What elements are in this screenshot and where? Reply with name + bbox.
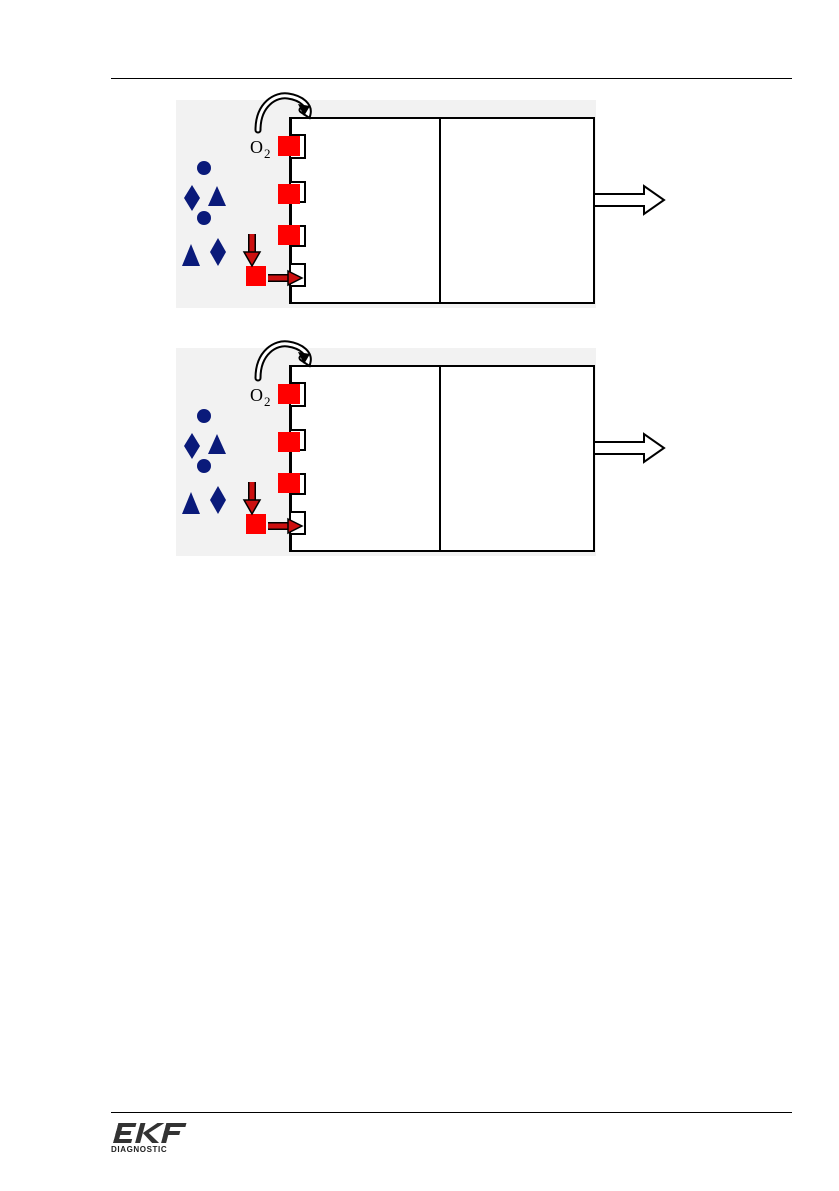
sensor-square (278, 473, 300, 493)
membrane-chamber (290, 118, 440, 303)
electrode-chamber (440, 118, 594, 303)
molecule-circle (197, 409, 211, 423)
oxygen-subscript: 2 (264, 146, 271, 161)
sensor-square (278, 184, 300, 204)
sensor-square (278, 432, 300, 452)
header-rule (111, 78, 792, 79)
sensor-panel-top: O 2 (170, 90, 690, 308)
sensor-square (278, 136, 300, 156)
molecule-circle (197, 161, 211, 175)
electrode-chamber (440, 366, 594, 551)
molecule-circle (197, 459, 211, 473)
oxygen-label: O (250, 385, 263, 405)
oxygen-subscript: 2 (264, 394, 271, 409)
ekf-logo: DIAGNOSTIC (111, 1121, 191, 1155)
sensor-square-free (246, 266, 266, 286)
membrane-chamber (290, 366, 440, 551)
oxygen-label: O (250, 137, 263, 157)
sensor-square-free (246, 514, 266, 534)
sensor-square (278, 225, 300, 245)
sensor-square (278, 384, 300, 404)
ekf-logo-mark (111, 1121, 191, 1145)
output-arrow-icon (594, 434, 664, 462)
sensor-panel-bottom: O 2 (170, 338, 690, 556)
logo-subtitle: DIAGNOSTIC (111, 1145, 167, 1154)
footer-rule (111, 1112, 792, 1113)
molecule-circle (197, 211, 211, 225)
output-arrow-icon (594, 186, 664, 214)
